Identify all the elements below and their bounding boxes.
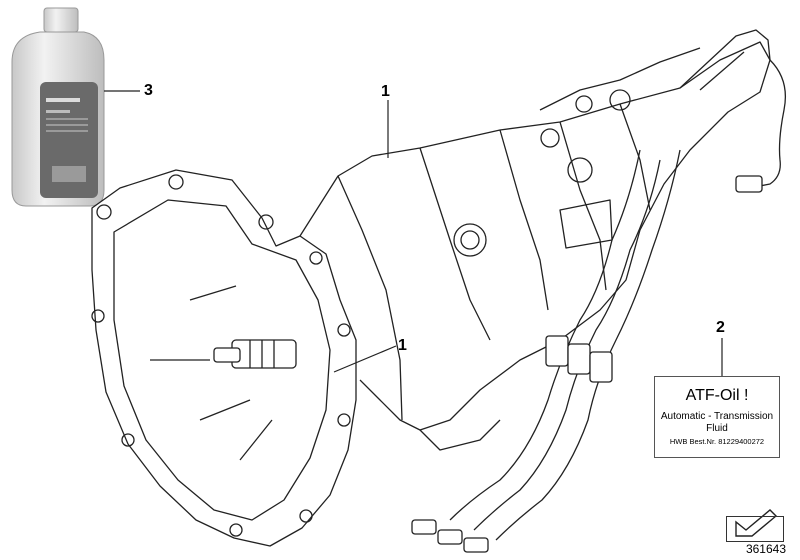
callout-1-lower: 1	[398, 337, 407, 354]
callout-1: 1	[381, 83, 390, 100]
gearbox-drawing	[91, 29, 787, 553]
leader-line-1-left	[333, 345, 397, 373]
callout-2: 2	[716, 319, 725, 336]
atf-label-line3: Fluid	[706, 423, 728, 434]
diagram-number: 361643	[745, 542, 786, 556]
atf-label-line2: Automatic - Transmission	[660, 411, 774, 422]
nav-arrow-box[interactable]	[726, 516, 784, 542]
callout-3: 3	[144, 82, 153, 99]
oil-bottle	[11, 7, 105, 207]
atf-label-part-number: HWB Best.Nr. 81229400272	[669, 437, 765, 446]
atf-label: ATF-Oil ! Automatic - Transmission Fluid…	[654, 376, 780, 458]
atf-label-title: ATF-Oil !	[685, 387, 749, 404]
